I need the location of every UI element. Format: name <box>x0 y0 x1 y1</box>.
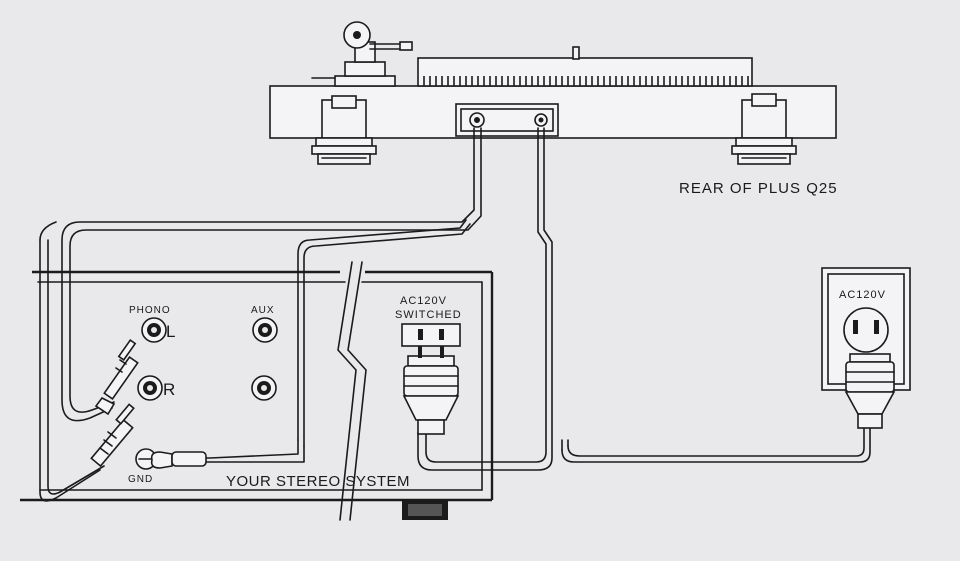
turntable: REAR OF PLUS Q25 <box>269 21 838 197</box>
phono-right-jack <box>137 375 163 401</box>
platter-ribs <box>423 76 749 86</box>
rear-title: REAR OF PLUS Q25 <box>679 180 838 197</box>
switched-outlet-label-line1: AC120V <box>400 295 447 307</box>
left-foot <box>311 95 377 165</box>
power-cord-turntable <box>402 127 553 471</box>
stereo-system-label: YOUR STEREO SYSTEM <box>226 473 410 490</box>
right-foot <box>731 93 797 165</box>
phono-plug-right <box>90 403 135 468</box>
rear-connector-panel <box>455 103 559 137</box>
aux-jack-top <box>252 317 278 343</box>
power-cord-stereo <box>561 427 871 463</box>
phono-label: PHONO <box>129 305 171 316</box>
phono-plug-left <box>94 338 139 416</box>
wall-power-plug <box>844 353 896 429</box>
wall-outlet: AC120V <box>821 267 911 429</box>
panel-break-right <box>347 261 367 521</box>
aux-label: AUX <box>251 305 275 316</box>
panel-break-left <box>337 261 357 521</box>
left-channel-label: L <box>166 322 175 341</box>
turntable-platter-rim <box>417 57 753 87</box>
phono-left-jack <box>141 317 167 343</box>
switched-ac-outlet <box>401 323 461 347</box>
turntable-power-plug <box>402 346 460 435</box>
stereo-system: PHONO L R AUX GND <box>20 261 494 521</box>
aux-jack-bottom <box>251 375 277 401</box>
switched-outlet-label-line2: SWITCHED <box>395 309 462 321</box>
tonearm-assembly <box>311 21 413 87</box>
ground-spade <box>150 451 207 469</box>
turntable-spindle <box>572 46 580 60</box>
gnd-label: GND <box>128 474 153 485</box>
right-channel-label: R <box>163 380 175 399</box>
wall-outlet-label: AC120V <box>839 289 886 301</box>
phono-cable <box>39 127 482 502</box>
